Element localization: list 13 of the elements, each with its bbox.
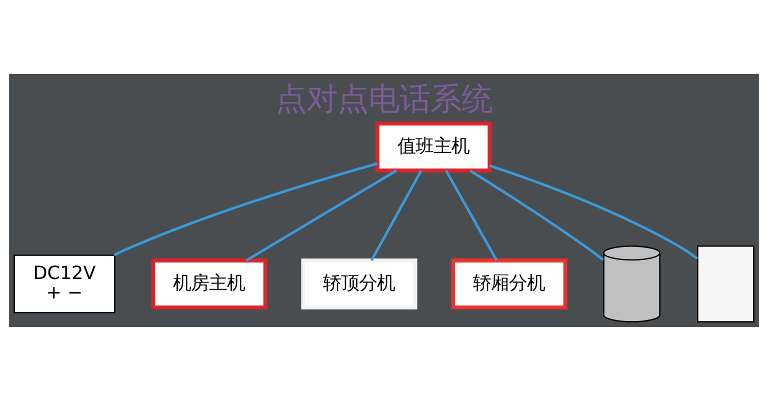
connector xyxy=(470,169,604,260)
connector xyxy=(489,164,698,260)
node-box xyxy=(696,245,754,322)
node-box: 值班主机 xyxy=(376,121,492,172)
connector xyxy=(246,168,398,262)
connector xyxy=(370,169,422,261)
node-box: 轿顶分机 xyxy=(301,258,418,309)
node-box: 轿厢分机 xyxy=(451,258,568,309)
node-box: DC12V + − xyxy=(14,254,116,313)
diagram-title: 点对点电话系统 xyxy=(276,80,492,117)
connector xyxy=(114,162,378,256)
node-box: 机房主机 xyxy=(151,258,268,309)
connector xyxy=(444,169,498,261)
